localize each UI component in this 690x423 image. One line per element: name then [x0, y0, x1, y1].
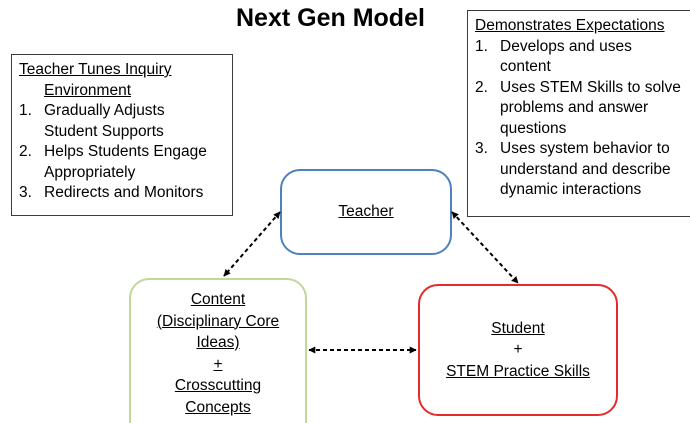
teacher-student-arrow — [451, 211, 519, 284]
expectations-item-3: 3. Uses system behavior to understand an… — [475, 139, 686, 201]
list-number: 3. — [475, 140, 488, 157]
list-item-text: Helps Students Engage — [44, 143, 207, 160]
student-line-3: STEM Practice Skills — [446, 362, 590, 380]
expectations-list: 1. Develops and uses content 2. Uses STE… — [475, 37, 686, 201]
teacher-tunes-item-2: 2. Helps Students Engage Appropriately — [19, 142, 226, 183]
content-line-3: Ideas) — [196, 334, 240, 351]
teacher-label: Teacher — [338, 203, 394, 221]
teacher-content-arrow — [223, 211, 281, 277]
content-plus: + — [213, 355, 223, 373]
student-line-1: Student — [491, 319, 545, 337]
list-item-text: questions — [500, 119, 567, 137]
list-item-text: Appropriately — [44, 163, 136, 181]
content-line-1: Content — [190, 291, 246, 308]
student-plus: + — [513, 341, 523, 359]
teacher-tunes-item-3: 3. Redirects and Monitors — [19, 183, 226, 204]
demonstrates-expectations-panel: Demonstrates Expectations 1. Develops an… — [467, 10, 690, 217]
list-item-text: Uses STEM Skills to solve — [500, 78, 681, 96]
teacher-tunes-heading: Teacher Tunes Inquiry Environment — [19, 60, 226, 101]
list-number: 1. — [475, 37, 488, 55]
teacher-tunes-item-1: 1. Gradually Adjusts Student Supports — [19, 101, 226, 142]
content-line-5: Crosscutting — [174, 377, 262, 394]
list-item-text: content — [500, 58, 551, 75]
teacher-node: Teacher — [280, 169, 452, 255]
expectations-item-1: 1. Develops and uses content — [475, 37, 686, 78]
teacher-tunes-heading-line2: Environment — [44, 81, 132, 99]
teacher-tunes-list: 1. Gradually Adjusts Student Supports 2.… — [19, 101, 226, 204]
list-item-text: dynamic interactions — [500, 181, 642, 198]
teacher-tunes-panel: Teacher Tunes Inquiry Environment 1. Gra… — [11, 54, 233, 216]
list-item-text: Gradually Adjusts — [44, 102, 165, 119]
list-item-text: Student Supports — [44, 122, 164, 140]
list-number: 1. — [19, 102, 32, 119]
content-line-6: Concepts — [185, 398, 251, 416]
content-node: Content (Disciplinary Core Ideas) + Cros… — [129, 278, 307, 423]
list-number: 2. — [475, 78, 488, 96]
list-item-text: understand and describe — [500, 160, 671, 178]
content-line-2: (Disciplinary Core — [156, 312, 280, 330]
list-item-text: Redirects and Monitors — [44, 184, 204, 201]
diagram-title: Next Gen Model — [236, 4, 425, 32]
expectations-item-2: 2. Uses STEM Skills to solve problems an… — [475, 78, 686, 140]
list-number: 2. — [19, 143, 32, 160]
list-item-text: Uses system behavior to — [500, 140, 670, 157]
demonstrates-expectations-heading: Demonstrates Expectations — [475, 17, 665, 34]
list-item-text: problems and answer — [500, 99, 649, 116]
teacher-tunes-heading-line1: Teacher Tunes Inquiry — [19, 61, 172, 78]
student-node: Student + STEM Practice Skills — [418, 284, 618, 416]
list-item-text: Develops and uses — [500, 37, 632, 55]
list-number: 3. — [19, 184, 32, 201]
